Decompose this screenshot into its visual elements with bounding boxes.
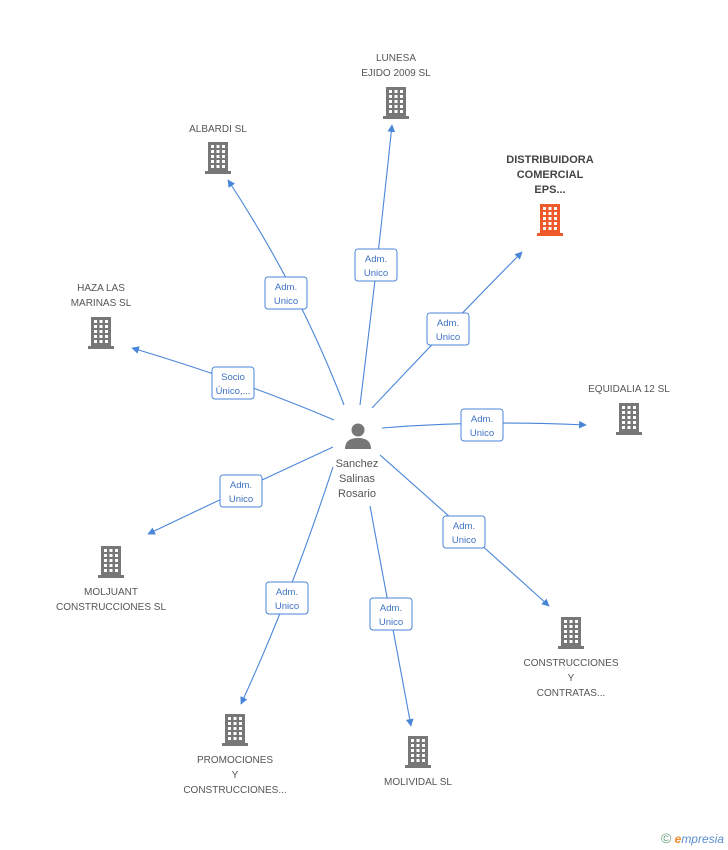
building-icon[interactable] bbox=[616, 403, 642, 435]
company-name: Y bbox=[232, 770, 239, 781]
company-name: CONSTRUCCIONES... bbox=[183, 785, 286, 796]
person-name: Sanchez bbox=[336, 458, 379, 470]
company-name: MOLIVIDAL SL bbox=[384, 777, 452, 788]
edge-label-albardi[interactable]: Adm. Unico bbox=[264, 276, 308, 310]
building-icon[interactable] bbox=[383, 87, 409, 119]
edge-moljuant: Adm. Unico bbox=[147, 446, 334, 535]
company-name: CONSTRUCCIONES bbox=[523, 658, 618, 669]
company-name: CONSTRUCCIONES SL bbox=[56, 602, 166, 613]
edge-label-text: Unico bbox=[229, 494, 253, 505]
edge-label-text: Socio bbox=[221, 372, 245, 383]
edge-label-haza[interactable]: SocioÚnico,... bbox=[211, 366, 255, 400]
building-icon[interactable] bbox=[222, 714, 248, 746]
company-name: EJIDO 2009 SL bbox=[361, 68, 431, 79]
building-icon[interactable] bbox=[205, 142, 231, 174]
person-name: Salinas bbox=[339, 473, 376, 485]
edge-label-moljuant[interactable]: Adm. Unico bbox=[219, 474, 263, 508]
company-name: MOLJUANT bbox=[84, 587, 138, 598]
company-name: DISTRIBUIDORA bbox=[506, 154, 593, 166]
edge-label-text: Unico bbox=[452, 535, 476, 546]
edge-label-text: Unico bbox=[379, 617, 403, 628]
edge-label-text: Adm. bbox=[453, 521, 475, 532]
edge-label-text: Adm. bbox=[365, 254, 387, 265]
company-name: MARINAS SL bbox=[71, 298, 132, 309]
person-icon bbox=[345, 423, 371, 449]
company-node-promociones[interactable]: PROMOCIONES Y CONSTRUCCIONES... bbox=[183, 714, 287, 796]
company-node-lunesa[interactable]: LUNESA EJIDO 2009 SL bbox=[361, 53, 431, 119]
company-name: HAZA LAS bbox=[77, 283, 125, 294]
edge-label-text: Unico bbox=[470, 428, 494, 439]
edge-albardi: Adm. Unico bbox=[227, 179, 345, 406]
company-node-albardi[interactable]: ALBARDI SL bbox=[189, 124, 247, 174]
edge-label-text: Unico bbox=[364, 268, 388, 279]
edge-label-molividal[interactable]: Adm. Unico bbox=[369, 597, 413, 631]
company-name: Y bbox=[568, 673, 575, 684]
person-name: Rosario bbox=[338, 488, 376, 500]
edge-label-text: Unico bbox=[275, 601, 299, 612]
brand-footer[interactable]: © empresia bbox=[661, 830, 724, 846]
company-name: EQUIDALIA 12 SL bbox=[588, 384, 670, 395]
company-name: ALBARDI SL bbox=[189, 124, 247, 135]
company-name: CONTRATAS... bbox=[537, 688, 606, 699]
company-node-construcciones[interactable]: CONSTRUCCIONES Y CONTRATAS... bbox=[523, 617, 619, 699]
edge-lunesa: Adm. Unico bbox=[354, 124, 398, 406]
edge-equidalia: Adm. Unico bbox=[381, 408, 587, 442]
brand-logo: empresia bbox=[674, 832, 724, 846]
edge-label-text: Adm. bbox=[275, 282, 297, 293]
company-node-moljuant[interactable]: MOLJUANT CONSTRUCCIONES SL bbox=[56, 546, 166, 613]
building-icon[interactable] bbox=[558, 617, 584, 649]
edge-label-text: Único,... bbox=[216, 386, 251, 397]
edge-label-text: Adm. bbox=[471, 414, 493, 425]
edge-label-lunesa[interactable]: Adm. Unico bbox=[354, 248, 398, 282]
edge-distribuidora: Adm. Unico bbox=[371, 251, 523, 409]
company-node-distribuidora[interactable]: DISTRIBUIDORA COMERCIAL EPS... bbox=[506, 154, 594, 236]
building-icon[interactable] bbox=[88, 317, 114, 349]
edge-label-promociones[interactable]: Adm. Unico bbox=[265, 581, 309, 615]
edge-label-text: Adm. bbox=[380, 603, 402, 614]
edge-label-text: Unico bbox=[436, 332, 460, 343]
company-node-haza[interactable]: HAZA LAS MARINAS SL bbox=[71, 283, 132, 349]
edge-label-equidalia[interactable]: Adm. Unico bbox=[460, 408, 504, 442]
edge-label-construcciones[interactable]: Adm. Unico bbox=[442, 515, 486, 549]
edge-haza: SocioÚnico,... bbox=[131, 346, 335, 421]
edge-label-text: Unico bbox=[274, 296, 298, 307]
company-node-equidalia[interactable]: EQUIDALIA 12 SL bbox=[588, 384, 670, 435]
company-name: COMERCIAL bbox=[517, 169, 584, 181]
edge-molividal: Adm. Unico bbox=[369, 505, 414, 727]
company-name: EPS... bbox=[534, 184, 565, 196]
edge-label-text: Adm. bbox=[230, 480, 252, 491]
company-name: PROMOCIONES bbox=[197, 755, 273, 766]
company-node-molividal[interactable]: MOLIVIDAL SL bbox=[384, 736, 452, 788]
building-icon[interactable] bbox=[98, 546, 124, 578]
copyright-icon: © bbox=[660, 830, 672, 846]
building-icon[interactable] bbox=[405, 736, 431, 768]
edge-promociones: Adm. Unico bbox=[240, 466, 334, 705]
edge-construcciones: Adm. Unico bbox=[379, 454, 550, 607]
edge-label-distribuidora[interactable]: Adm. Unico bbox=[426, 312, 470, 346]
company-name: LUNESA bbox=[376, 53, 416, 64]
edge-label-text: Adm. bbox=[437, 318, 459, 329]
building-icon[interactable] bbox=[537, 204, 563, 236]
edge-label-text: Adm. bbox=[276, 587, 298, 598]
